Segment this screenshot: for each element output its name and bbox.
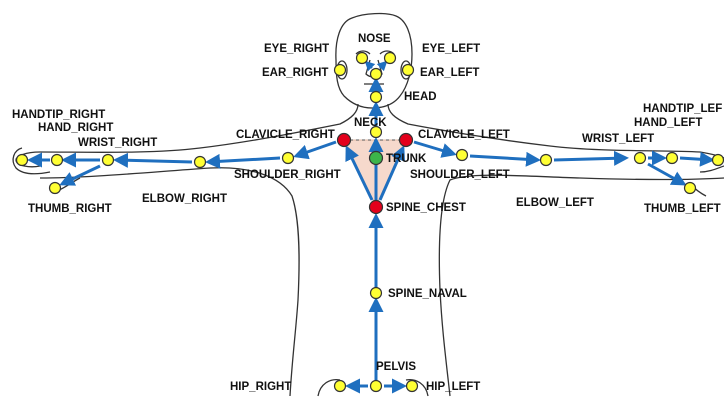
label-trunk: TRUNK: [386, 153, 427, 165]
joint-handtip-right: [17, 155, 28, 166]
joint-thumb-right: [50, 183, 61, 194]
joint-labels: NOSE EYE_RIGHT EYE_LEFT EAR_RIGHT EAR_LE…: [12, 33, 722, 393]
label-spine-chest: SPINE_CHEST: [386, 202, 466, 214]
joint-hand-right: [52, 155, 63, 166]
joint-clavicle-left: [400, 134, 413, 147]
joint-hip-left: [407, 381, 418, 392]
bone-elbow-wrist-left: [554, 158, 626, 160]
joint-elbow-left: [541, 155, 552, 166]
bone-hand-handtip-left: [680, 158, 712, 160]
bone-arrows: [30, 62, 712, 386]
joint-nose: [371, 69, 382, 80]
label-pelvis: PELVIS: [376, 361, 416, 373]
label-elbow-left: ELBOW_LEFT: [516, 197, 594, 209]
joint-eye-right: [357, 53, 368, 64]
joints: [17, 53, 724, 392]
joint-elbow-right: [195, 157, 206, 168]
label-hand-left: HAND_LEFT: [634, 117, 702, 129]
label-nose: NOSE: [358, 33, 391, 45]
joint-wrist-left: [635, 153, 646, 164]
label-hand-right: HAND_RIGHT: [38, 122, 113, 134]
joint-hand-left: [667, 153, 678, 164]
body-outline: [13, 14, 724, 396]
label-ear-right: EAR_RIGHT: [262, 67, 328, 79]
label-neck: NECK: [354, 117, 387, 129]
label-spine-naval: SPINE_NAVAL: [388, 288, 467, 300]
bone-nose-eye-left: [380, 62, 386, 68]
label-ear-left: EAR_LEFT: [420, 67, 479, 79]
label-handtip-right: HANDTIP_RIGHT: [12, 109, 105, 121]
joint-pelvis: [371, 381, 382, 392]
joint-handtip-left: [713, 155, 724, 166]
joint-ear-right: [335, 65, 346, 76]
joint-eye-left: [385, 53, 396, 64]
label-head: HEAD: [404, 91, 437, 103]
label-elbow-right: ELBOW_RIGHT: [142, 193, 227, 205]
label-hip-right: HIP_RIGHT: [230, 381, 291, 393]
label-eye-left: EYE_LEFT: [422, 43, 480, 55]
bone-elbow-wrist-right: [116, 160, 192, 162]
label-clavicle-right: CLAVICLE_RIGHT: [236, 129, 335, 141]
joint-shoulder-right: [283, 153, 294, 164]
joint-clavicle-right: [338, 134, 351, 147]
joint-wrist-right: [103, 155, 114, 166]
label-hip-left: HIP_LEFT: [426, 381, 480, 393]
joint-shoulder-left: [457, 150, 468, 161]
label-eye-right: EYE_RIGHT: [264, 43, 329, 55]
label-thumb-right: THUMB_RIGHT: [28, 203, 112, 215]
joint-thumb-left: [685, 183, 696, 194]
bone-shoulder-elbow-right: [208, 158, 280, 162]
bone-shoulder-elbow-left: [470, 156, 538, 160]
joint-ear-left: [403, 65, 414, 76]
bone-clavicle-shoulder-right: [296, 142, 336, 156]
joint-hip-right: [335, 381, 346, 392]
bone-wrist-thumb-left: [648, 164, 684, 184]
label-shoulder-left: SHOULDER_LEFT: [410, 169, 510, 181]
bone-wrist-thumb-right: [62, 166, 100, 184]
joint-trunk: [370, 152, 383, 165]
label-thumb-left: THUMB_LEFT: [644, 203, 721, 215]
label-clavicle-left: CLAVICLE_LEFT: [418, 129, 510, 141]
joint-spine-naval: [371, 288, 382, 299]
left-hand-outline: [690, 166, 724, 196]
label-wrist-right: WRIST_RIGHT: [78, 137, 157, 149]
label-handtip-left: HANDTIP_LEF: [643, 103, 722, 115]
label-shoulder-right: SHOULDER_RIGHT: [234, 169, 341, 181]
joint-head: [371, 92, 382, 103]
label-wrist-left: WRIST_LEFT: [582, 133, 654, 145]
joint-spine-chest: [370, 201, 383, 214]
